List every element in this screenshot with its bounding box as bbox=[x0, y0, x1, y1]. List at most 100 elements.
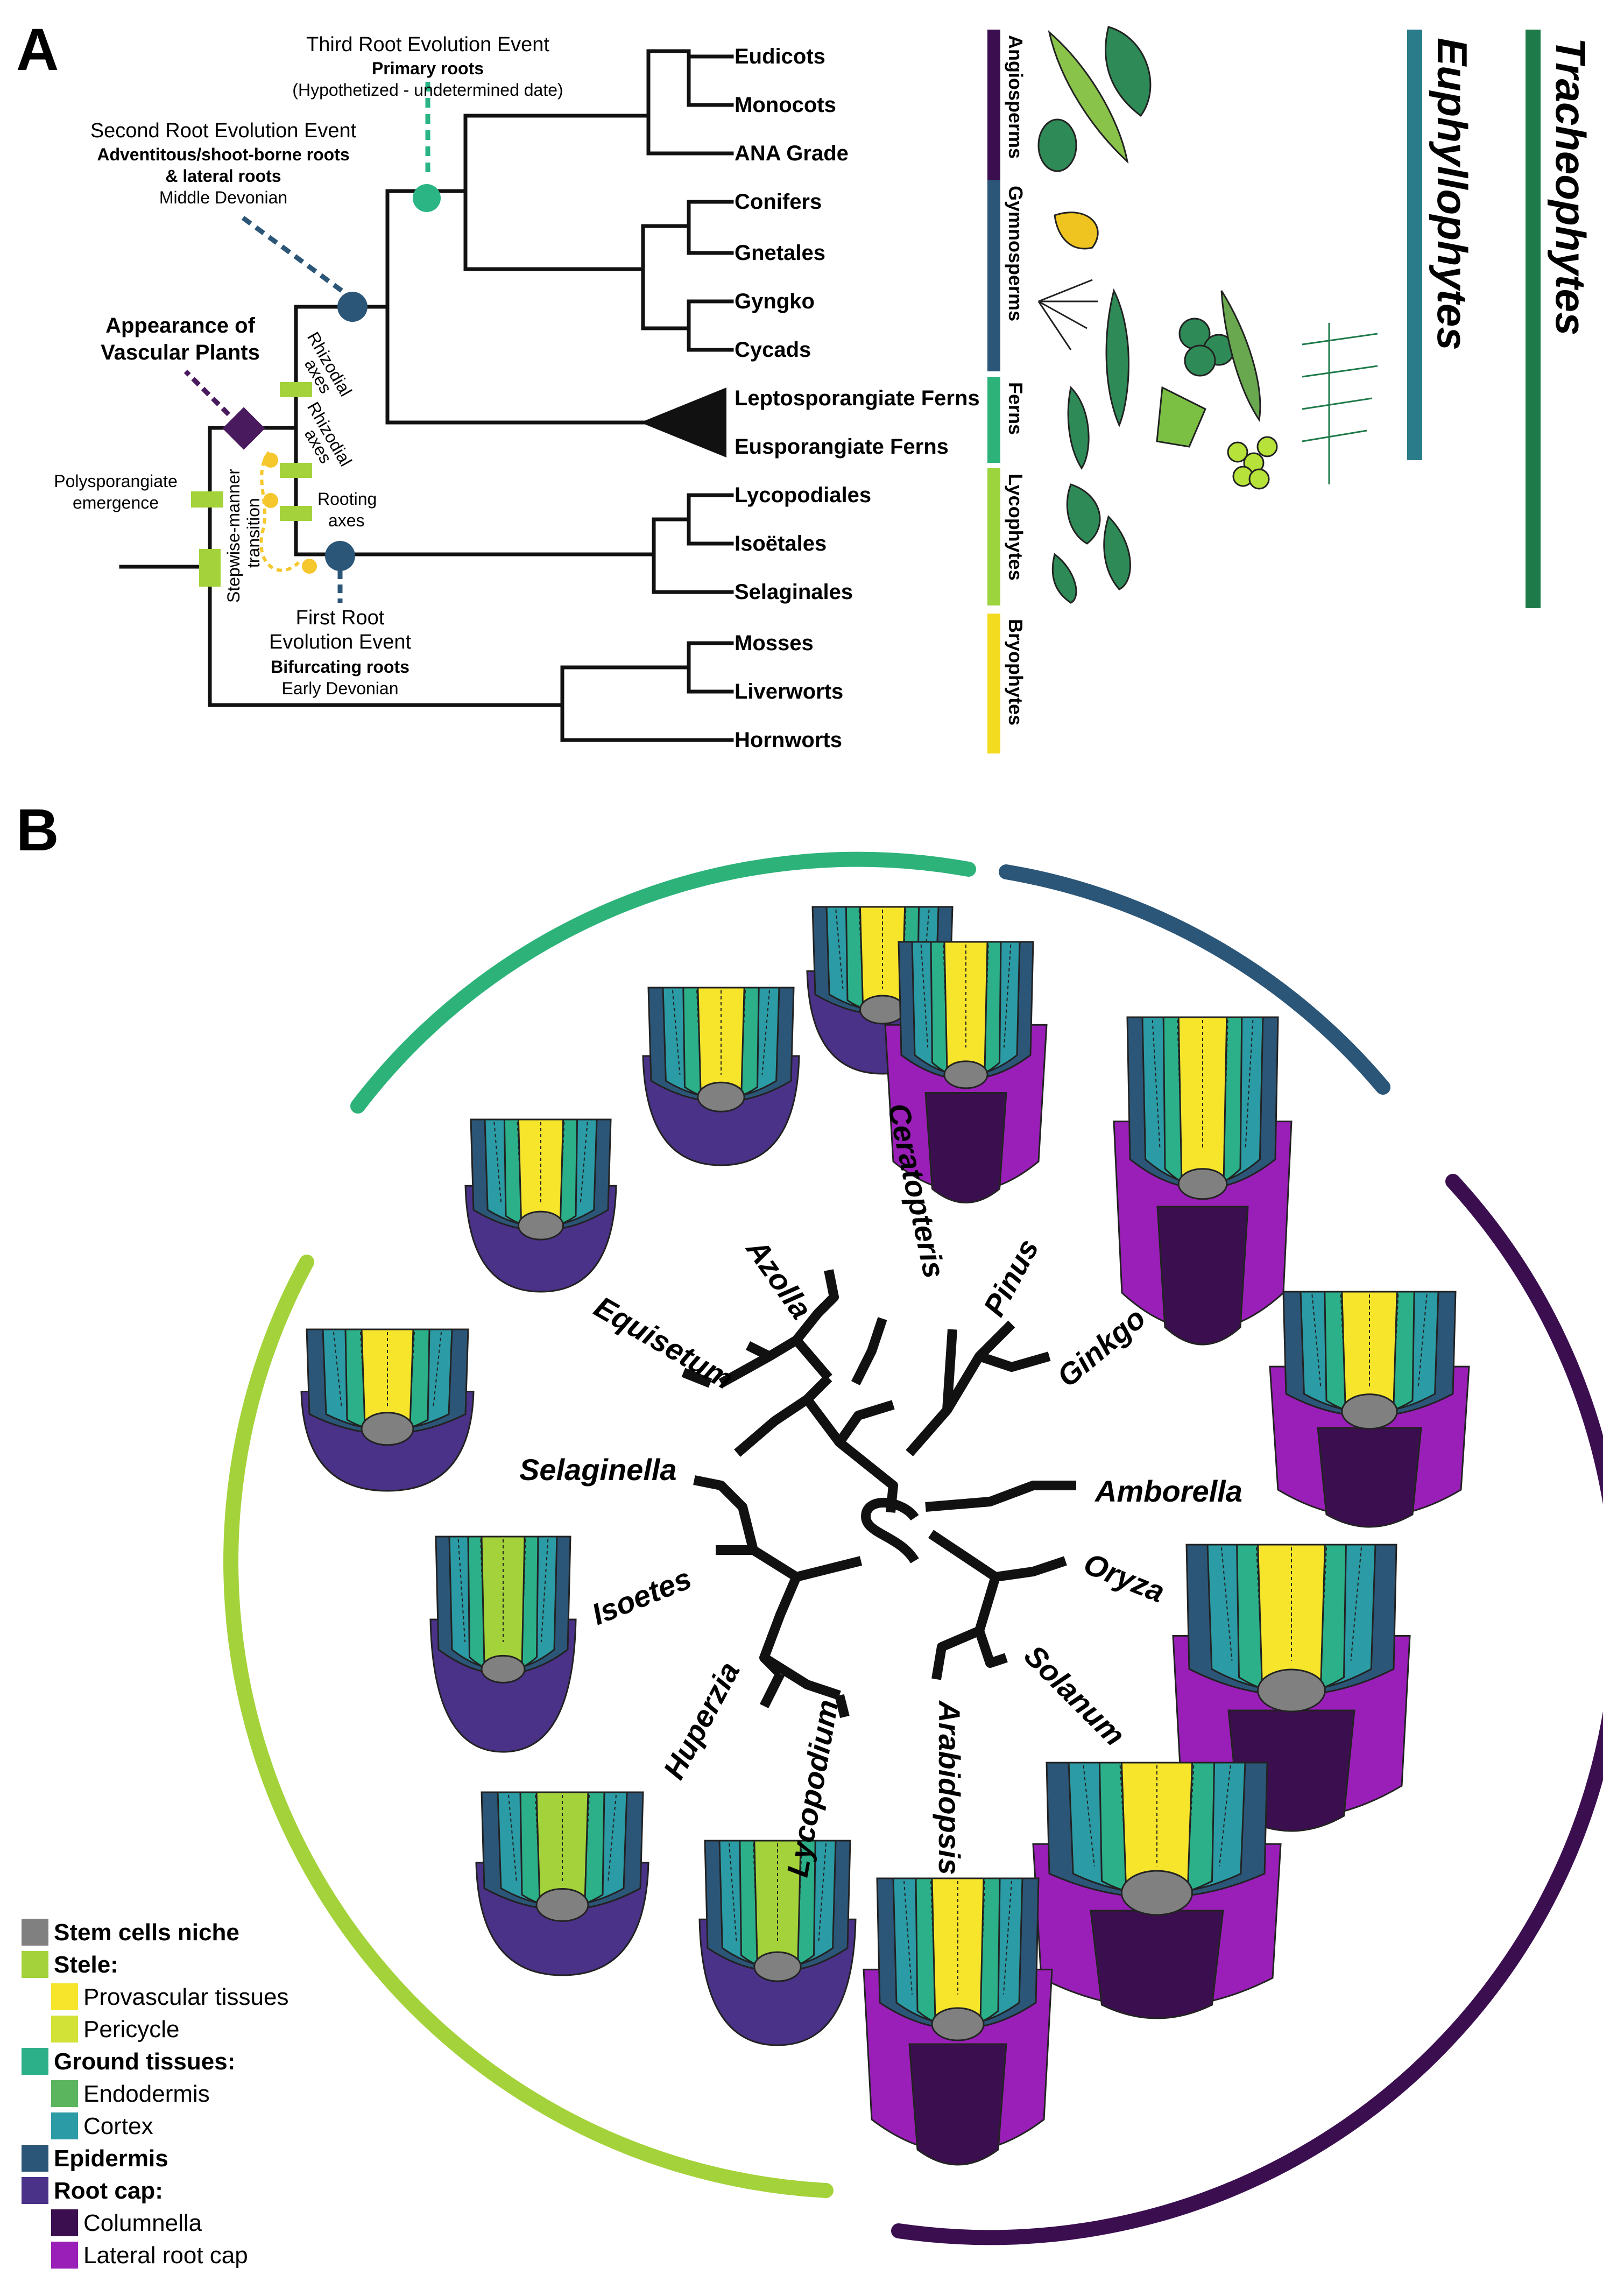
second-event-detail: Middle Devonian bbox=[159, 188, 287, 207]
group-bar-lycophytes bbox=[987, 468, 1000, 605]
phylogenetic-tree bbox=[119, 49, 734, 742]
genus-label-solanum: Solanum bbox=[1018, 1638, 1132, 1752]
marker-bar bbox=[280, 506, 312, 521]
taxon-label: Hornworts bbox=[735, 728, 842, 752]
legend-swatch bbox=[51, 2016, 78, 2043]
leaf-icon bbox=[1051, 553, 1077, 604]
gymnosperms-arc bbox=[999, 864, 1390, 1095]
second-event-bold: & lateral roots bbox=[165, 166, 281, 186]
taxon-label: Eusporangiate Ferns bbox=[735, 435, 949, 459]
root-tip-lycopodium bbox=[698, 1840, 857, 2046]
legend-swatch bbox=[51, 2112, 78, 2139]
panel-a-letter: A bbox=[16, 17, 59, 83]
euphyllophytes-bar bbox=[1407, 30, 1422, 460]
marker-bar bbox=[280, 382, 312, 397]
ferns-arc bbox=[350, 851, 976, 1114]
third-event-detail: (Hypothetized - undetermined date) bbox=[292, 80, 563, 100]
root-tip-arabidopsis bbox=[863, 1877, 1053, 2166]
taxon-label: Monocots bbox=[735, 93, 836, 117]
outer-arcs bbox=[223, 851, 1603, 2245]
tracheophytes-bar bbox=[1526, 30, 1541, 608]
fern-frond-icon bbox=[1302, 323, 1378, 484]
ginkgo-leaf-icon bbox=[1054, 212, 1099, 250]
root-tip-oryza bbox=[1172, 1544, 1411, 1832]
group-bars: AngiospermsGymnospermsFernsLycophytesBry… bbox=[987, 30, 1027, 753]
group-label: Angiosperms bbox=[1005, 35, 1027, 159]
third-event-node bbox=[413, 184, 441, 212]
genus-label-azolla: Azolla bbox=[739, 1232, 818, 1325]
root-tip-selaginella bbox=[300, 1328, 475, 1492]
taxon-label: Gyngko bbox=[735, 290, 815, 313]
taxon-label: Eudicots bbox=[735, 45, 825, 68]
taxa-labels: Eudicots Monocots ANA Grade Conifers Gne… bbox=[735, 45, 980, 752]
root-tip-huperzia bbox=[475, 1791, 649, 1976]
taxon-label: Leptosporangiate Ferns bbox=[735, 386, 980, 410]
legend-swatch bbox=[22, 1951, 48, 1978]
vascular-label: Appearance of bbox=[105, 314, 256, 337]
taxon-label: Isoëtales bbox=[735, 532, 827, 555]
legend-label: Provascular tissues bbox=[83, 1984, 288, 2010]
group-bar-ferns bbox=[987, 377, 1000, 463]
taxon-label: Mosses bbox=[735, 631, 814, 655]
transition-node bbox=[263, 453, 278, 468]
legend-swatch bbox=[51, 2080, 78, 2107]
taxon-label: ANA Grade bbox=[735, 142, 849, 165]
taxon-label: Cycads bbox=[735, 338, 811, 362]
root-tip-azolla bbox=[642, 987, 800, 1166]
genus-label-amborella: Amborella bbox=[1094, 1474, 1242, 1508]
leaf-icon bbox=[1048, 30, 1129, 164]
taxon-label: Selaginales bbox=[735, 580, 853, 604]
third-event-title: Third Root Evolution Event bbox=[306, 33, 549, 56]
maple-leaf-icon bbox=[1156, 386, 1206, 448]
conifer-needles-icon bbox=[1037, 279, 1098, 350]
taxon-label: Lycopodiales bbox=[735, 483, 871, 507]
vascular-label: Vascular Plants bbox=[101, 341, 260, 364]
legend-label: Endodermis bbox=[83, 2081, 210, 2107]
taxon-label: Conifers bbox=[735, 190, 822, 214]
group-label: Lycophytes bbox=[1005, 474, 1027, 581]
legend-swatch bbox=[51, 1983, 78, 2010]
legend-label: Stele: bbox=[54, 1952, 118, 1978]
root-tip-isoetes bbox=[429, 1536, 577, 1753]
legend-label: Cortex bbox=[83, 2113, 153, 2139]
genus-label-selaginella: Selaginella bbox=[519, 1453, 677, 1487]
transition-node bbox=[302, 559, 317, 574]
root-tip-schematics bbox=[300, 906, 1470, 2166]
fern-frond-icon bbox=[1105, 288, 1129, 427]
legend-swatch bbox=[51, 2209, 78, 2236]
first-event-title: First Root bbox=[296, 607, 385, 629]
genus-label-equisetum: Equisetum bbox=[589, 1290, 739, 1396]
third-event-bold: Primary roots bbox=[372, 59, 484, 78]
genus-label-isoetes: Isoetes bbox=[587, 1561, 696, 1631]
moss-icon bbox=[1227, 436, 1278, 490]
group-label: Ferns bbox=[1005, 382, 1027, 435]
collapsed-ferns-clade bbox=[640, 388, 726, 457]
first-event-title: Evolution Event bbox=[269, 631, 411, 653]
transition-node bbox=[263, 493, 278, 508]
leaf-icon bbox=[1066, 483, 1101, 545]
genus-label-ginkgo: Ginkgo bbox=[1050, 1301, 1152, 1393]
legend-label: Root cap: bbox=[54, 2178, 163, 2204]
polysporangiate-label: Polysporangiate bbox=[54, 471, 177, 491]
root-tip-pinus bbox=[884, 941, 1048, 1203]
stepwise-label: transition bbox=[244, 498, 263, 568]
taxon-label: Gnetales bbox=[735, 241, 825, 265]
legend-swatch bbox=[51, 2242, 78, 2269]
taxon-label: Liverworts bbox=[735, 680, 843, 703]
legend-label: Ground tissues: bbox=[54, 2048, 235, 2075]
second-event-title: Second Root Evolution Event bbox=[90, 119, 357, 142]
leaf-icon bbox=[1037, 118, 1077, 172]
event-annotations: Third Root Evolution Event Primary roots… bbox=[54, 33, 563, 698]
legend-label: Lateral root cap bbox=[83, 2242, 248, 2269]
legend-swatch bbox=[22, 2145, 48, 2172]
stepwise-label: Stepwise-manner bbox=[224, 469, 243, 603]
leaf-icon bbox=[1103, 515, 1131, 590]
legend-label: Pericycle bbox=[83, 2016, 180, 2043]
lycophytes-arc bbox=[223, 1255, 834, 2198]
legend-swatch bbox=[22, 1919, 48, 1946]
first-event-bold: Bifurcating roots bbox=[271, 657, 409, 677]
root-tip-amborella bbox=[1269, 1291, 1470, 1528]
